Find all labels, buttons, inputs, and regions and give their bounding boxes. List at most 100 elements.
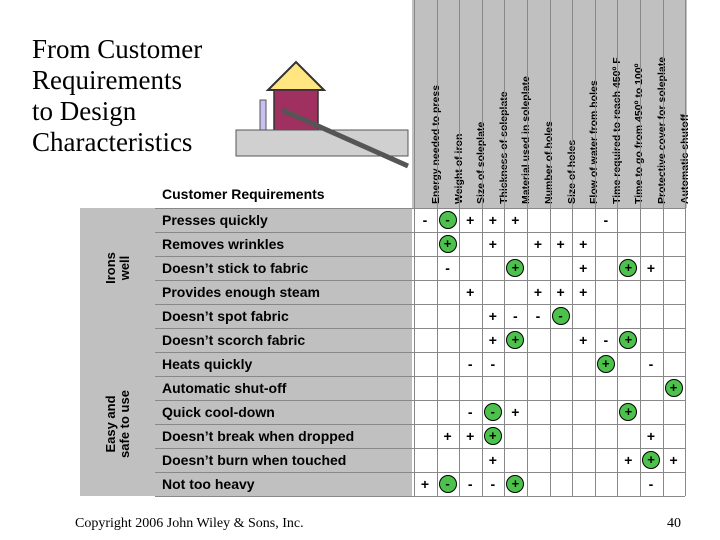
slide-title: From Customer Requirements to Design Cha… — [32, 34, 252, 158]
grid-column-line — [437, 0, 438, 496]
relationship-cell: + — [482, 328, 504, 352]
relationship-symbol: - — [490, 476, 496, 492]
design-characteristic-label: Number of holes — [543, 121, 555, 204]
relationship-symbol: + — [511, 404, 520, 420]
grid-column-line — [527, 0, 528, 496]
relationship-cell: + — [617, 448, 639, 472]
grid-column-line — [617, 0, 618, 496]
title-line: From Customer — [32, 34, 203, 64]
relationship-symbol: - — [603, 212, 609, 228]
design-characteristic-label: Energy needed to press — [430, 84, 442, 204]
requirement-label: Provides enough steam — [162, 284, 320, 300]
relationship-symbol: - — [648, 476, 654, 492]
relationship-cell-strong: - — [437, 472, 459, 496]
requirement-label: Removes wrinkles — [162, 236, 285, 252]
grid-row-line — [155, 304, 685, 305]
relationship-cell-strong: + — [640, 448, 662, 472]
relationship-symbol: + — [642, 451, 660, 469]
relationship-symbol: + — [506, 331, 525, 349]
relationship-cell-strong: + — [663, 376, 685, 400]
group-label: Easy and safe to use — [102, 390, 132, 458]
relationship-symbol: - — [603, 332, 609, 348]
requirement-label: Not too heavy — [162, 476, 255, 492]
grid-row-line — [155, 208, 685, 209]
relationship-cell: - — [414, 208, 436, 232]
relationship-cell-strong: + — [437, 232, 459, 256]
header-background — [412, 0, 687, 208]
group-label-line: well — [116, 255, 132, 281]
requirement-label: Doesn’t scorch fabric — [162, 332, 306, 348]
relationship-symbol: + — [664, 379, 683, 397]
relationship-symbol: + — [624, 452, 633, 468]
relationship-symbol: + — [438, 235, 457, 253]
relationship-symbol: - — [467, 404, 473, 420]
requirement-label: Doesn’t stick to fabric — [162, 260, 309, 276]
relationship-cell: - — [504, 304, 526, 328]
relationship-cell: + — [572, 280, 594, 304]
title-line: Requirements — [32, 65, 182, 95]
relationship-cell-strong: - — [482, 400, 504, 424]
grid-row-line — [155, 496, 685, 497]
grid-row-line — [155, 352, 685, 353]
grid-row-line — [155, 280, 685, 281]
relationship-symbol: - — [445, 260, 450, 276]
grid-row-line — [155, 376, 685, 377]
relationship-cell: + — [414, 472, 436, 496]
relationship-symbol: + — [488, 308, 497, 324]
relationship-symbol: + — [488, 332, 497, 348]
requirement-label: Quick cool-down — [162, 404, 275, 420]
grid-row-line — [155, 328, 685, 329]
group-label: Irons well — [102, 252, 132, 284]
relationship-cell: + — [459, 208, 481, 232]
relationship-symbol: + — [669, 452, 678, 468]
relationship-symbol: - — [648, 356, 654, 372]
relationship-cell-strong: - — [550, 304, 572, 328]
relationship-symbol: + — [619, 403, 638, 421]
relationship-cell: + — [663, 448, 685, 472]
grid-column-line — [685, 0, 686, 496]
relationship-cell: - — [595, 328, 617, 352]
group-label-line: Irons — [102, 252, 118, 284]
relationship-cell: - — [595, 208, 617, 232]
relationship-symbol: + — [596, 355, 615, 373]
requirement-label: Doesn’t burn when touched — [162, 452, 347, 468]
grid-row-line — [155, 472, 685, 473]
relationship-cell: + — [640, 256, 662, 280]
relationship-cell: - — [640, 472, 662, 496]
relationship-symbol: + — [646, 428, 656, 444]
group-label-line: Easy and — [102, 395, 118, 453]
relationship-symbol: + — [579, 332, 588, 348]
relationship-symbol: + — [579, 260, 588, 276]
relationship-symbol: + — [488, 212, 497, 228]
relationship-cell: - — [437, 256, 459, 280]
relationship-cell: + — [527, 280, 549, 304]
grid-column-line — [663, 0, 664, 496]
relationship-cell-strong: + — [482, 424, 504, 448]
relationship-symbol: + — [483, 427, 502, 445]
relationship-symbol: + — [533, 284, 543, 300]
relationship-cell: - — [527, 304, 549, 328]
relationship-symbol: - — [483, 403, 502, 421]
relationship-cell: + — [459, 280, 481, 304]
relationship-symbol: + — [511, 212, 520, 228]
relationship-cell-strong: + — [595, 352, 617, 376]
relationship-cell-strong: + — [617, 400, 639, 424]
relationship-symbol: + — [579, 236, 588, 252]
relationship-cell: - — [459, 472, 481, 496]
title-line: Characteristics — [32, 127, 193, 157]
relationship-cell: + — [504, 400, 526, 424]
relationship-symbol: - — [490, 356, 496, 372]
relationship-cell: - — [640, 352, 662, 376]
relationship-cell: + — [572, 256, 594, 280]
design-characteristic-label: Protective cover for soleplate — [656, 56, 668, 204]
relationship-symbol: - — [438, 211, 457, 229]
relationship-cell-strong: - — [437, 208, 459, 232]
relationship-cell-strong: + — [504, 472, 526, 496]
relationship-symbol: + — [579, 284, 588, 300]
grid-row-line — [155, 400, 685, 401]
relationship-cell: + — [482, 304, 504, 328]
relationship-symbol: + — [466, 212, 475, 228]
relationship-symbol: - — [535, 308, 541, 324]
relationship-cell: + — [640, 424, 662, 448]
relationship-symbol: - — [513, 308, 518, 324]
